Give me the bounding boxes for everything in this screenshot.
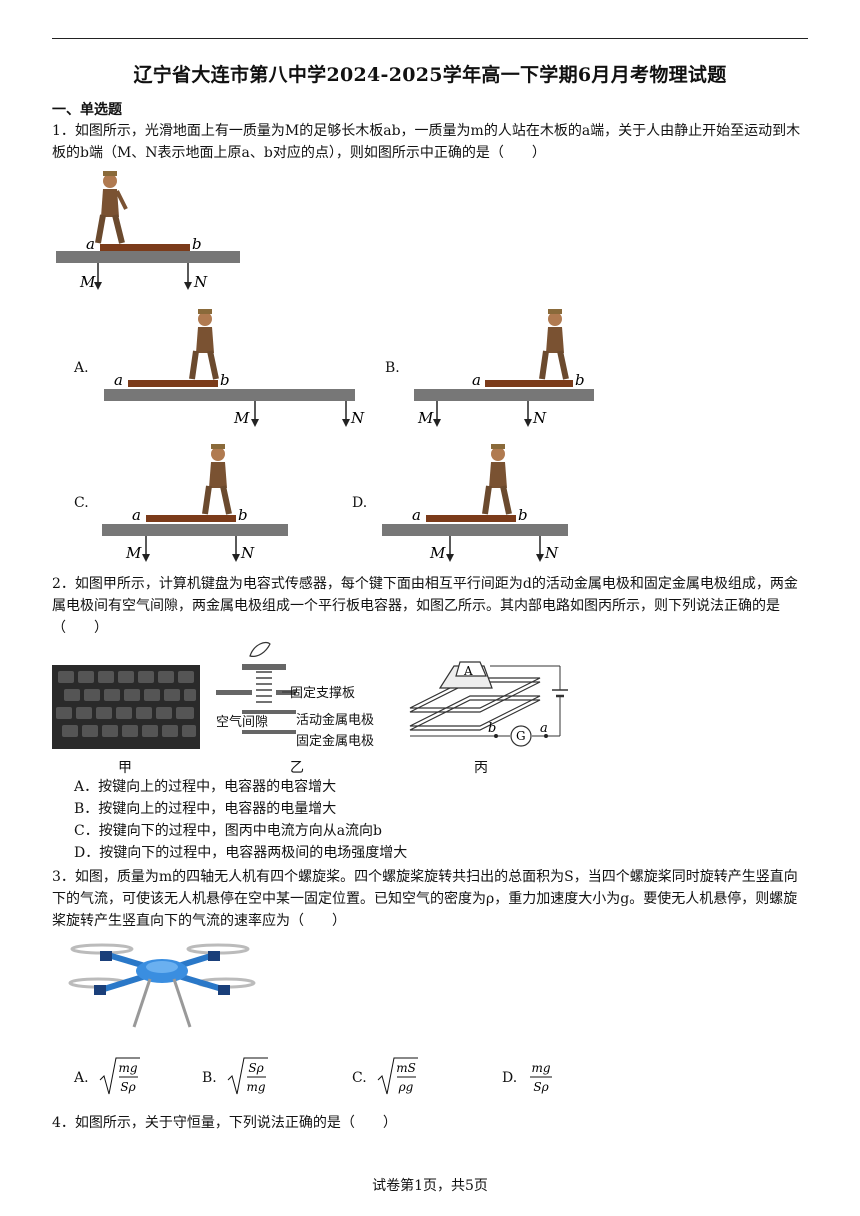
question-4-text: 4．如图所示，关于守恒量，下列说法正确的是（ ）: [52, 1115, 397, 1131]
circuit-diagram: A G b a: [409, 661, 568, 747]
q1-main-figure: a b M N: [56, 171, 240, 291]
denominator: mg: [246, 1080, 265, 1094]
numerator: mg: [118, 1061, 137, 1075]
label-M: M: [125, 544, 142, 562]
q3-option-b-label[interactable]: B.: [202, 1070, 217, 1086]
denominator: Sρ: [120, 1080, 135, 1094]
label-b: b: [238, 506, 248, 524]
label-M: M: [79, 273, 96, 291]
q1-option-c-figure: a b M N: [102, 444, 288, 562]
q1-option-b-label[interactable]: B.: [385, 360, 400, 376]
label-N: N: [532, 409, 547, 427]
question-2-text: 2．如图甲所示，计算机键盘为电容式传感器，每个键下面由相互平行间距为d的活动金属…: [52, 576, 798, 636]
label-fixed-electrode: 固定金属电极: [296, 734, 375, 749]
q1-option-c-label[interactable]: C.: [74, 495, 89, 511]
top-rule: [52, 38, 808, 39]
label-b: b: [192, 235, 202, 253]
label-b: b: [518, 506, 528, 524]
label-a: a: [86, 235, 95, 253]
keyboard-photo: [52, 665, 200, 749]
q1-option-b-figure: a b M N: [414, 309, 594, 427]
person-figure: [95, 171, 128, 244]
q1-option-d-label[interactable]: D.: [352, 495, 368, 511]
label-key-a: A: [463, 664, 473, 678]
drone-image: [68, 943, 256, 1028]
q2-option-c[interactable]: C．按键向下的过程中，图丙中电流方向从a流向b: [74, 823, 383, 839]
denominator: ρg: [398, 1080, 414, 1094]
label-M: M: [429, 544, 446, 562]
ground: [56, 251, 240, 263]
page-title: 辽宁省大连市第八中学2024-2025学年高一下学期6月月考物理试题: [133, 64, 727, 86]
label-a: a: [412, 506, 421, 524]
label-M: M: [233, 409, 250, 427]
label-point-a: a: [540, 721, 548, 736]
q3-option-d-label[interactable]: D.: [502, 1070, 518, 1086]
label-b: b: [220, 371, 230, 389]
label-moving-electrode: 活动金属电极: [296, 713, 375, 728]
numerator: mg: [531, 1061, 550, 1075]
numerator: Sρ: [248, 1061, 263, 1075]
page-footer: 试卷第1页，共5页: [372, 1178, 488, 1194]
question-1-text: 1．如图所示，光滑地面上有一质量为M的足够长木板ab，一质量为m的人站在木板的a…: [52, 123, 801, 161]
label-air-gap: 空气间隙: [216, 715, 269, 730]
label-support-plate: 固定支撑板: [290, 686, 356, 701]
q2-option-b[interactable]: B．按键向上的过程中，电容器的电量增大: [74, 801, 337, 817]
galvanometer-label: G: [516, 729, 526, 743]
section-heading: 一、单选题: [52, 102, 122, 118]
label-N: N: [544, 544, 559, 562]
label-b: b: [575, 371, 585, 389]
q3-option-c-label[interactable]: C.: [352, 1070, 367, 1086]
label-point-b: b: [488, 721, 496, 736]
label-N: N: [193, 273, 208, 291]
q2-option-a[interactable]: A．按键向上的过程中，电容器的电容增大: [74, 779, 337, 795]
q3-option-a-label[interactable]: A.: [74, 1070, 89, 1086]
q1-option-d-figure: a b M N: [382, 444, 568, 562]
q3-option-c-formula: mS ρg: [377, 1057, 418, 1095]
q3-option-a-formula: mg Sρ: [99, 1057, 140, 1095]
q2-option-d[interactable]: D．按键向下的过程中，电容器两极间的电场强度增大: [74, 845, 408, 861]
label-a: a: [114, 371, 123, 389]
label-a: a: [132, 506, 141, 524]
numerator: mS: [396, 1061, 416, 1075]
label-a: a: [472, 371, 481, 389]
q3-option-d-formula: mg Sρ: [530, 1061, 552, 1094]
q1-option-a-label[interactable]: A.: [74, 360, 89, 376]
denominator: Sρ: [533, 1080, 548, 1094]
q1-option-a-figure: a b M N: [104, 309, 365, 427]
caption-jia: 甲: [118, 760, 132, 776]
question-3-text: 3．如图，质量为m的四轴无人机有四个螺旋桨。四个螺旋桨旋转共扫出的总面积为S，当…: [52, 869, 798, 929]
key-structure-diagram: [216, 641, 296, 734]
q3-option-b-formula: Sρ mg: [227, 1057, 268, 1095]
label-N: N: [350, 409, 365, 427]
caption-bing: 丙: [474, 760, 488, 776]
caption-yi: 乙: [290, 760, 304, 776]
label-M: M: [417, 409, 434, 427]
plank: [100, 244, 190, 251]
label-N: N: [240, 544, 255, 562]
